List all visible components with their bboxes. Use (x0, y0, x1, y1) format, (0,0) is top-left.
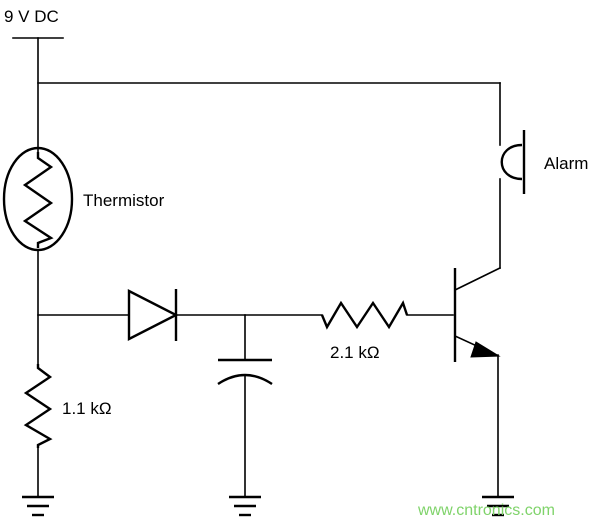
diode (127, 289, 179, 341)
npn-transistor (453, 266, 502, 362)
ground-right (482, 495, 514, 517)
resistor-bottom (23, 364, 53, 448)
alarm-arc (500, 143, 523, 181)
resistor-bottom-label: 1.1 kΩ (62, 399, 112, 418)
diode-triangle (127, 289, 179, 341)
thermistor-label: Thermistor (83, 191, 165, 210)
capacitor (217, 358, 273, 386)
supply-label: 9 V DC (4, 7, 59, 26)
ground-middle (229, 495, 261, 517)
capacitor-plate-curved (217, 373, 273, 386)
resistor-base (320, 300, 409, 330)
ground-left (22, 495, 54, 517)
resistor-base-label: 2.1 kΩ (330, 343, 380, 362)
transistor-collector (453, 266, 502, 292)
thermistor-zigzag (22, 152, 54, 248)
thermistor (2, 146, 74, 252)
transistor-emitter-arrow (470, 341, 501, 358)
thermistor-body (2, 146, 74, 252)
watermark: www.cntronics.com (417, 502, 555, 519)
alarm-label: Alarm (544, 154, 588, 173)
alarm-buzzer (500, 130, 526, 194)
